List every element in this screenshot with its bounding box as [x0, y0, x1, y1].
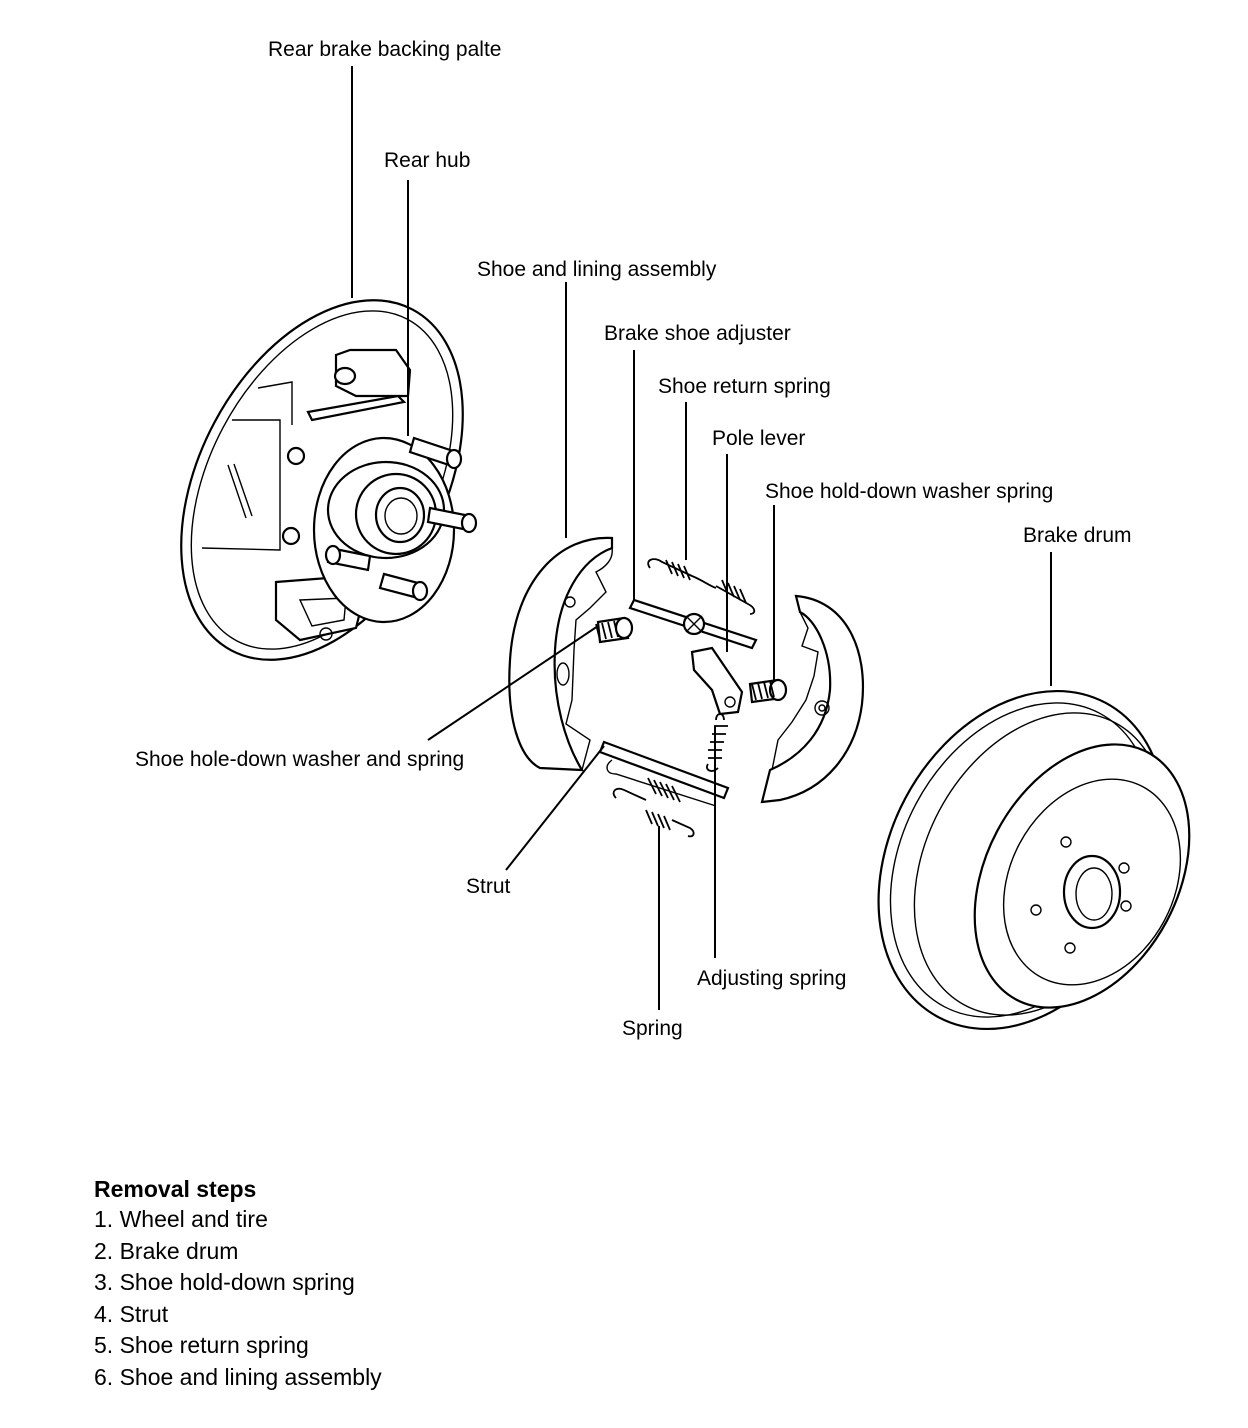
backing-plate-drawing	[180, 299, 478, 661]
small-parts-drawing	[595, 558, 788, 838]
label-return-spring: Shoe return spring	[658, 375, 831, 398]
removal-step: 1. Wheel and tire	[94, 1206, 268, 1232]
removal-step: 4. Strut	[94, 1300, 169, 1327]
label-holddown-washer-spring: Shoe hold-down washer spring	[765, 480, 1053, 503]
removal-steps-title: Removal steps	[94, 1176, 257, 1202]
label-brake-drum: Brake drum	[1023, 524, 1132, 547]
label-strut: Strut	[466, 875, 511, 898]
removal-step: 5. Shoe return spring	[94, 1332, 309, 1358]
removal-step: 2. Brake drum	[94, 1237, 239, 1264]
removal-steps-list: 1. Wheel and tire 2. Brake drum 3. Shoe …	[94, 1204, 382, 1393]
right-shoe-drawing	[760, 594, 864, 804]
removal-step: 6. Shoe and lining assembly	[94, 1363, 382, 1390]
left-shoe-drawing	[508, 536, 614, 772]
removal-steps: Removal steps 1. Wheel and tire 2. Brake…	[94, 1174, 382, 1393]
leader-lines	[351, 66, 1052, 1010]
brake-exploded-diagram: Rear brake backing palte Rear hub Shoe a…	[135, 38, 1191, 1040]
label-spring: Spring	[622, 1017, 683, 1040]
label-adjusting-spring: Adjusting spring	[697, 967, 846, 990]
removal-step: 3. Shoe hold-down spring	[94, 1269, 355, 1295]
label-rear-hub: Rear hub	[384, 149, 470, 172]
label-pole-lever: Pole lever	[712, 427, 805, 450]
label-shoe-lining: Shoe and lining assembly	[477, 258, 717, 281]
label-backing-plate: Rear brake backing palte	[268, 38, 501, 61]
brake-drum-drawing	[877, 689, 1191, 1031]
label-holedown-washer: Shoe hole-down washer and spring	[135, 748, 464, 771]
label-shoe-adjuster: Brake shoe adjuster	[604, 322, 791, 345]
